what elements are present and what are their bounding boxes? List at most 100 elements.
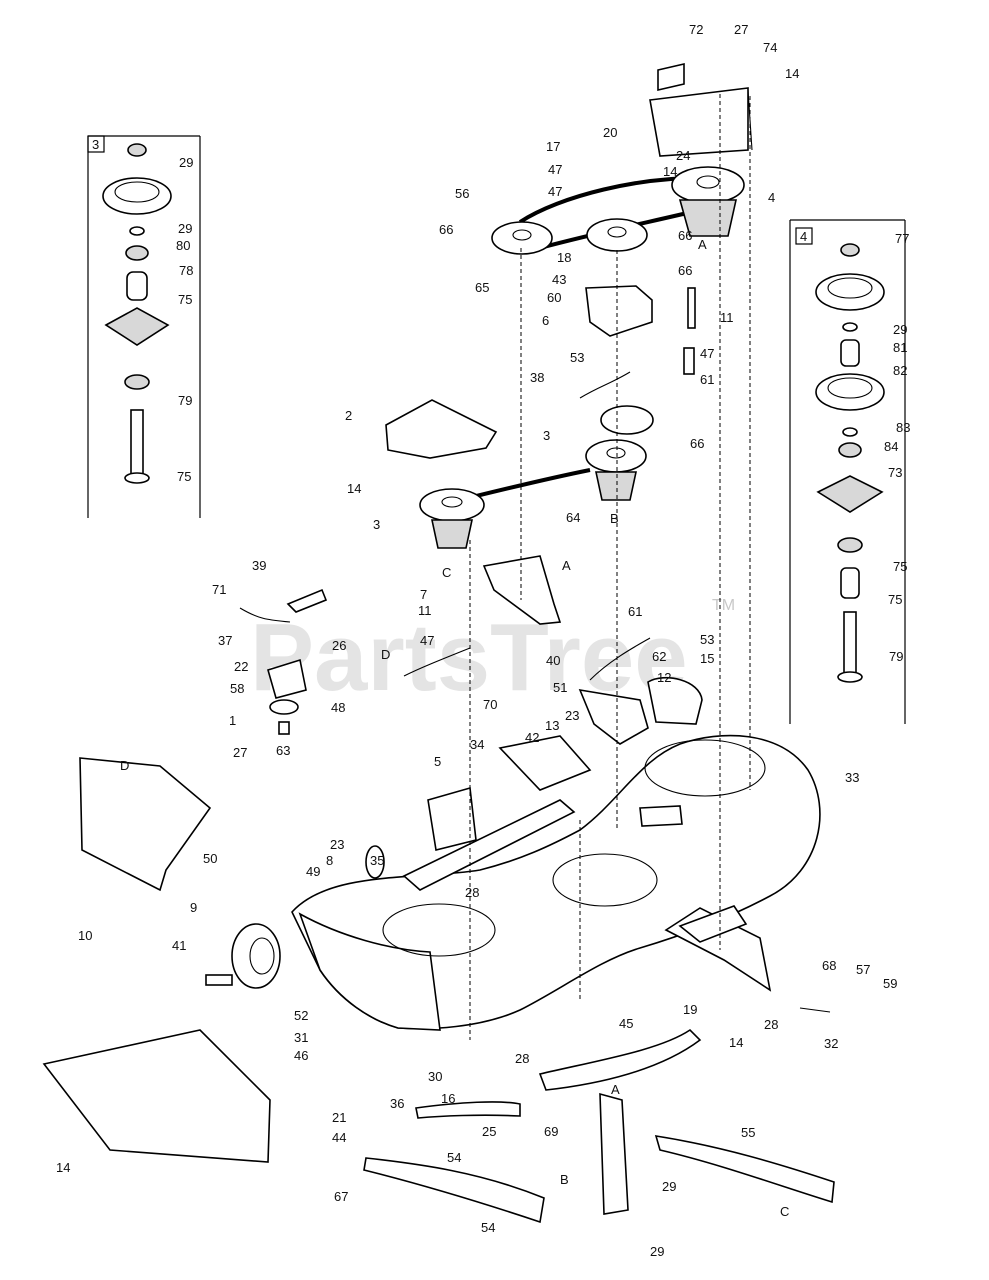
trademark-symbol: TM (712, 597, 735, 614)
callout-label: 36 (390, 1096, 404, 1111)
callout-label: 75 (177, 469, 191, 484)
callout-label: 67 (334, 1189, 348, 1204)
callout-label: 14 (729, 1035, 743, 1050)
callout-label: 19 (683, 1002, 697, 1017)
callout-label: 73 (888, 465, 902, 480)
callout-label: 20 (603, 125, 617, 140)
callout-label: 57 (856, 962, 870, 977)
inset-3: 3 (87, 135, 201, 518)
right-parts (578, 637, 703, 745)
callout-label: 50 (203, 851, 217, 866)
callout-label: 47 (548, 184, 562, 199)
callout-label: 47 (548, 162, 562, 177)
parts-tree-watermark: PartsTree (250, 604, 688, 711)
callout-label: 42 (525, 730, 539, 745)
callout-label: C (780, 1204, 789, 1219)
inset-3-box (87, 135, 105, 153)
upper-belt-assembly (491, 62, 753, 399)
callout-label: 26 (332, 638, 346, 653)
callout-label: 3 (543, 428, 550, 443)
callout-label: 47 (420, 633, 434, 648)
callout-label: 27 (734, 22, 748, 37)
callout-label: 47 (700, 346, 714, 361)
callout-label: 66 (678, 228, 692, 243)
callout-label: 28 (764, 1017, 778, 1032)
callout-label: 84 (884, 439, 898, 454)
callout-label: 68 (822, 958, 836, 973)
callout-label: 71 (212, 582, 226, 597)
callout-label: 29 (662, 1179, 676, 1194)
callout-label: 78 (179, 263, 193, 278)
callout-label: 75 (888, 592, 902, 607)
inset-3-label: 3 (92, 137, 99, 152)
callout-label: D (120, 758, 129, 773)
callout-label: 21 (332, 1110, 346, 1125)
callout-label: 45 (619, 1016, 633, 1031)
callout-label: 29 (178, 221, 192, 236)
callout-label: 27 (233, 745, 247, 760)
callout-label: 35 (370, 853, 384, 868)
callout-label: 82 (893, 363, 907, 378)
callout-label: 12 (657, 670, 671, 685)
callout-label: 74 (763, 40, 777, 55)
callout-label: 83 (896, 420, 910, 435)
callout-label: 40 (546, 653, 560, 668)
callout-label: 70 (483, 697, 497, 712)
callout-label: 59 (883, 976, 897, 991)
callout-label: 5 (434, 754, 441, 769)
callout-label: 69 (544, 1124, 558, 1139)
callout-label: A (698, 237, 707, 252)
callout-label: A (562, 558, 571, 573)
callout-label: 11 (418, 603, 432, 618)
callout-label: 52 (294, 1008, 308, 1023)
middle-pulley-assembly (385, 399, 654, 625)
callout-label: 46 (294, 1048, 308, 1063)
callout-label: 24 (676, 148, 690, 163)
callout-label: 31 (294, 1030, 308, 1045)
callout-label: 81 (893, 340, 907, 355)
callout-label: 79 (889, 649, 903, 664)
callout-label: 25 (482, 1124, 496, 1139)
inset-4-box (795, 227, 813, 245)
callout-label: 54 (447, 1150, 461, 1165)
callout-label: 79 (178, 393, 192, 408)
callout-label: 33 (845, 770, 859, 785)
callout-label: 41 (172, 938, 186, 953)
callout-label: 65 (475, 280, 489, 295)
callout-label: 62 (652, 649, 666, 664)
callout-label: 29 (650, 1244, 664, 1259)
callout-label: D (381, 647, 390, 662)
callout-label: 7 (420, 587, 427, 602)
callout-label: 49 (306, 864, 320, 879)
callout-label: 14 (663, 164, 677, 179)
callout-label: 3 (373, 517, 380, 532)
callout-label: 9 (190, 900, 197, 915)
callout-label: 14 (347, 481, 361, 496)
callout-label: 10 (78, 928, 92, 943)
callout-label: 38 (530, 370, 544, 385)
callout-label: 44 (332, 1130, 346, 1145)
callout-label: 8 (326, 853, 333, 868)
callout-label: 55 (741, 1125, 755, 1140)
callout-label: 11 (720, 310, 734, 325)
callout-label: 18 (557, 250, 571, 265)
callout-label: 29 (893, 322, 907, 337)
callout-label: 63 (276, 743, 290, 758)
callout-label: 17 (546, 139, 560, 154)
callout-label: 53 (700, 632, 714, 647)
wheels-chute-blades (42, 923, 835, 1224)
mower-deck-housing (291, 94, 831, 1091)
callout-label: 61 (700, 372, 714, 387)
callout-label: 77 (895, 231, 909, 246)
callout-label: 29 (179, 155, 193, 170)
callout-label: 61 (628, 604, 642, 619)
callout-label: 56 (455, 186, 469, 201)
callout-label: 23 (565, 708, 579, 723)
callout-label: 30 (428, 1069, 442, 1084)
callout-label: 80 (176, 238, 190, 253)
callout-label: 60 (547, 290, 561, 305)
callout-label: 13 (545, 718, 559, 733)
callout-label: 75 (178, 292, 192, 307)
callout-label: 22 (234, 659, 248, 674)
